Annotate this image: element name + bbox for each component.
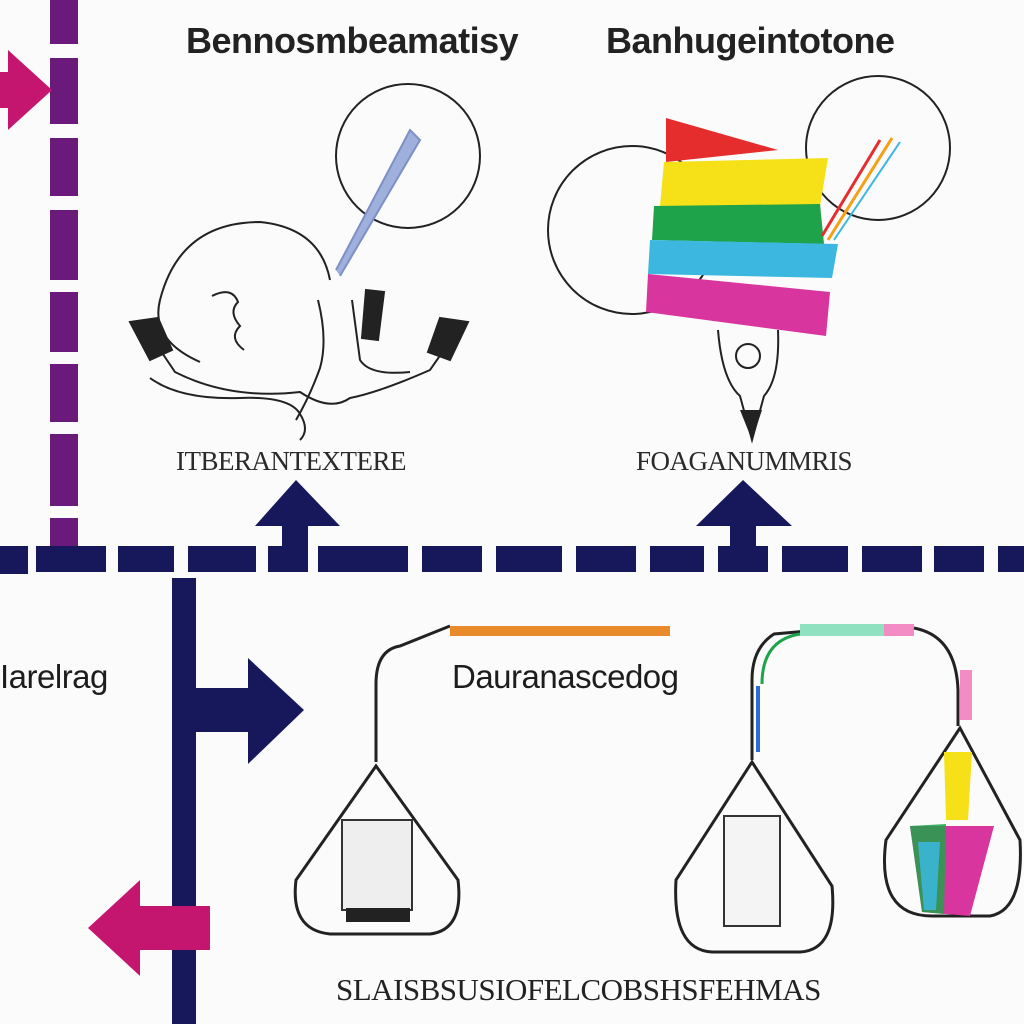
label-bottom: SLAISBSUSIOFELCOBSHSFEHMAS [336,972,821,1007]
purple-dashed-bar [50,0,78,546]
rainbow-book-icon [547,75,951,444]
diagram-title-right: Banhugeintotone [606,20,895,61]
diagram-title-left: Bennosmbeamatisy [186,20,519,61]
navy-dashed-bar [0,546,1024,574]
magenta-arrow-bottom [88,880,210,976]
up-arrow-left [255,480,340,572]
up-arrow-right [696,480,792,572]
flask-right-icon [883,626,1022,918]
label-left-side: Iarelrag [0,658,108,695]
label-stethoscope: ITBERANTEXTERE [176,446,406,476]
label-rainbow-book: FOAGANUMMRIS [636,446,853,476]
label-flask-group: Dauranascedog [452,658,679,695]
navy-vertical-line [172,578,196,1024]
navy-arrow-right [196,658,304,764]
flask-left-icon [293,624,670,936]
magenta-arrow-top [0,50,52,130]
flask-mid-icon [674,624,914,954]
stethoscope-icon [128,83,481,441]
